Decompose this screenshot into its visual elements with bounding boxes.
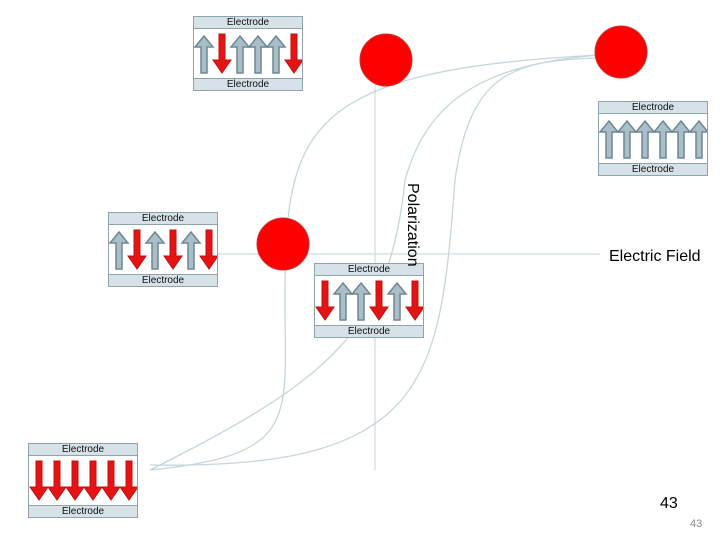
polarization-down-arrow (284, 33, 302, 74)
polarization-up-arrow (144, 230, 166, 270)
polarization-down-arrow (83, 460, 103, 501)
polarization-up-arrow (332, 281, 354, 321)
domain-box (193, 29, 303, 78)
domain-box (108, 225, 218, 274)
polarization-up-arrow (247, 34, 269, 74)
electrode-top: Electrode (598, 101, 708, 114)
polarization-up-arrow (386, 281, 408, 321)
polarization-up-arrow (265, 34, 287, 74)
polarization-down-arrow (47, 460, 67, 501)
polarization-down-arrow (369, 280, 389, 321)
polarization-up-arrow (616, 119, 638, 159)
polarization-up-arrow (634, 119, 656, 159)
polarization-down-arrow (127, 229, 147, 270)
polarization-up-arrow (194, 34, 215, 74)
electrode-top: Electrode (314, 263, 424, 276)
state-dot-top-right (594, 25, 648, 79)
polarization-down-arrow (101, 460, 121, 501)
polarization-down-arrow (119, 460, 137, 501)
electrode-bottom: Electrode (193, 78, 303, 91)
polarization-down-arrow (405, 280, 423, 321)
state-dot-mid-left (256, 217, 310, 271)
electrode-bottom: Electrode (598, 163, 708, 176)
polarization-up-arrow (670, 119, 692, 159)
polarization-down-arrow (65, 460, 85, 501)
polarization-up-arrow (599, 119, 620, 159)
polarization-down-arrow (315, 280, 335, 321)
hysteresis-curve-outer (149, 57, 601, 466)
polarization-up-arrow (109, 230, 130, 270)
electrode-bottom: Electrode (28, 505, 138, 518)
polarization-up-arrow (688, 119, 707, 159)
page-number-small: 43 (690, 518, 703, 530)
electrode-top: Electrode (193, 16, 303, 29)
polarization-down-arrow (29, 460, 49, 501)
polarization-up-arrow (350, 281, 372, 321)
page-number-large: 43 (660, 495, 678, 512)
polarization-down-arrow (199, 229, 217, 270)
x-axis-label: Electric Field (609, 248, 701, 265)
hysteresis-curve-upper (149, 54, 601, 471)
polarization-down-arrow (163, 229, 183, 270)
electrode-bottom: Electrode (108, 274, 218, 287)
domain-box (28, 456, 138, 505)
y-axis-label: Polarization (404, 183, 421, 267)
domain-box (314, 276, 424, 325)
electrode-top: Electrode (108, 212, 218, 225)
polarization-up-arrow (652, 119, 674, 159)
domain-box (598, 114, 708, 163)
electrode-top: Electrode (28, 443, 138, 456)
polarization-down-arrow (212, 33, 232, 74)
state-dot-top-center (359, 33, 413, 87)
polarization-up-arrow (180, 230, 202, 270)
electrode-bottom: Electrode (314, 325, 424, 338)
polarization-up-arrow (229, 34, 251, 74)
